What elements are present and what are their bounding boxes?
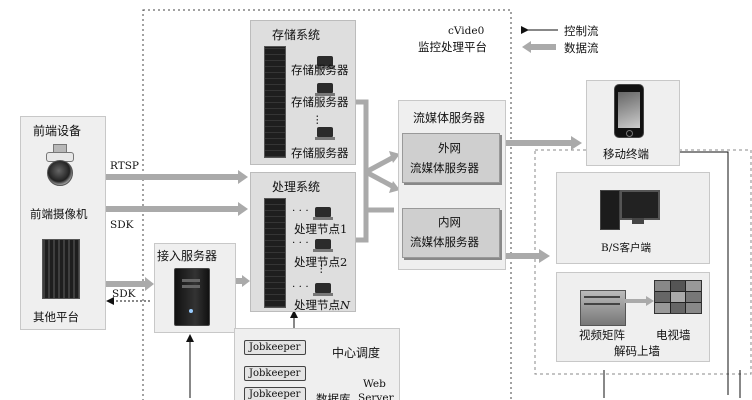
rtsp-label: RTSP <box>110 160 139 172</box>
storage-rack-icon <box>264 46 286 158</box>
processing-title: 处理系统 <box>272 180 321 194</box>
pc-tower-icon <box>600 190 620 230</box>
dots: · · · <box>292 205 309 217</box>
monitor-icon <box>620 190 660 220</box>
sdk-label: SDK <box>110 219 134 231</box>
mobile-label: 移动终端 <box>603 147 649 161</box>
internal-server-label: 流媒体服务器 <box>410 235 479 249</box>
matrix-label: 视频矩阵 <box>579 328 625 342</box>
legend-data-label: 数据流 <box>564 41 599 55</box>
node-server-icon <box>313 207 333 220</box>
external-stream-server <box>402 133 500 183</box>
storage-server-label: 存储服务器 <box>291 95 349 109</box>
platform-name: cVide0 <box>448 25 485 37</box>
sdk-label: SDK <box>112 288 136 300</box>
node-label: 处理节点1 <box>294 222 348 236</box>
video-matrix-icon <box>580 290 626 326</box>
platform-subtitle: 监控处理平台 <box>418 40 487 54</box>
server-label: Server <box>358 392 394 400</box>
dome-camera-icon <box>44 144 74 192</box>
external-label: 外网 <box>438 141 461 155</box>
storage-to-stream <box>356 99 369 243</box>
tower-server-icon <box>174 268 210 326</box>
ellipsis: ⋮ <box>312 114 325 126</box>
storage-server-icon <box>315 56 335 69</box>
storage-title: 存储系统 <box>272 28 321 42</box>
jobkeeper-box: Jobkeeper <box>244 387 306 400</box>
tv-wall-icon <box>654 280 702 314</box>
jobkeeper-box: Jobkeeper <box>244 366 306 381</box>
web-label: Web <box>363 378 386 390</box>
node-label-n: 处理节点N <box>294 298 351 312</box>
dots: · · · <box>292 237 309 249</box>
legend-control-label: 控制流 <box>564 24 599 38</box>
bs-label: B/S客户端 <box>601 242 651 254</box>
other-platform-icon <box>42 239 80 299</box>
db-label: 数据库 <box>316 392 351 400</box>
storage-server-label: 存储服务器 <box>291 146 349 160</box>
camera-label: 前端摄像机 <box>30 207 88 221</box>
storage-server-icon <box>315 83 335 96</box>
decode-label: 解码上墙 <box>614 344 660 358</box>
storage-server-icon <box>315 127 335 140</box>
matrix-to-wall-arrow <box>624 296 654 306</box>
node-label: 处理节点2 <box>294 255 348 269</box>
jobkeeper-box: Jobkeeper <box>244 340 306 355</box>
front-title: 前端设备 <box>33 124 82 138</box>
tvwall-label: 电视墙 <box>656 328 691 342</box>
phone-icon <box>614 84 644 138</box>
other-label: 其他平台 <box>33 310 79 324</box>
internal-stream-server <box>402 208 500 258</box>
access-title: 接入服务器 <box>157 249 218 263</box>
node-server-icon <box>313 239 333 252</box>
storage-server-label: 存储服务器 <box>291 63 349 77</box>
external-server-label: 流媒体服务器 <box>410 161 479 175</box>
ellipsis: ⋮ <box>316 263 327 275</box>
dots: · · · <box>292 281 309 293</box>
internal-label: 内网 <box>438 215 461 229</box>
node-server-icon <box>313 283 333 296</box>
processing-rack-icon <box>264 198 286 308</box>
mobile-control <box>680 151 729 395</box>
center-title: 中心调度 <box>332 346 381 360</box>
streaming-title: 流媒体服务器 <box>413 111 486 125</box>
